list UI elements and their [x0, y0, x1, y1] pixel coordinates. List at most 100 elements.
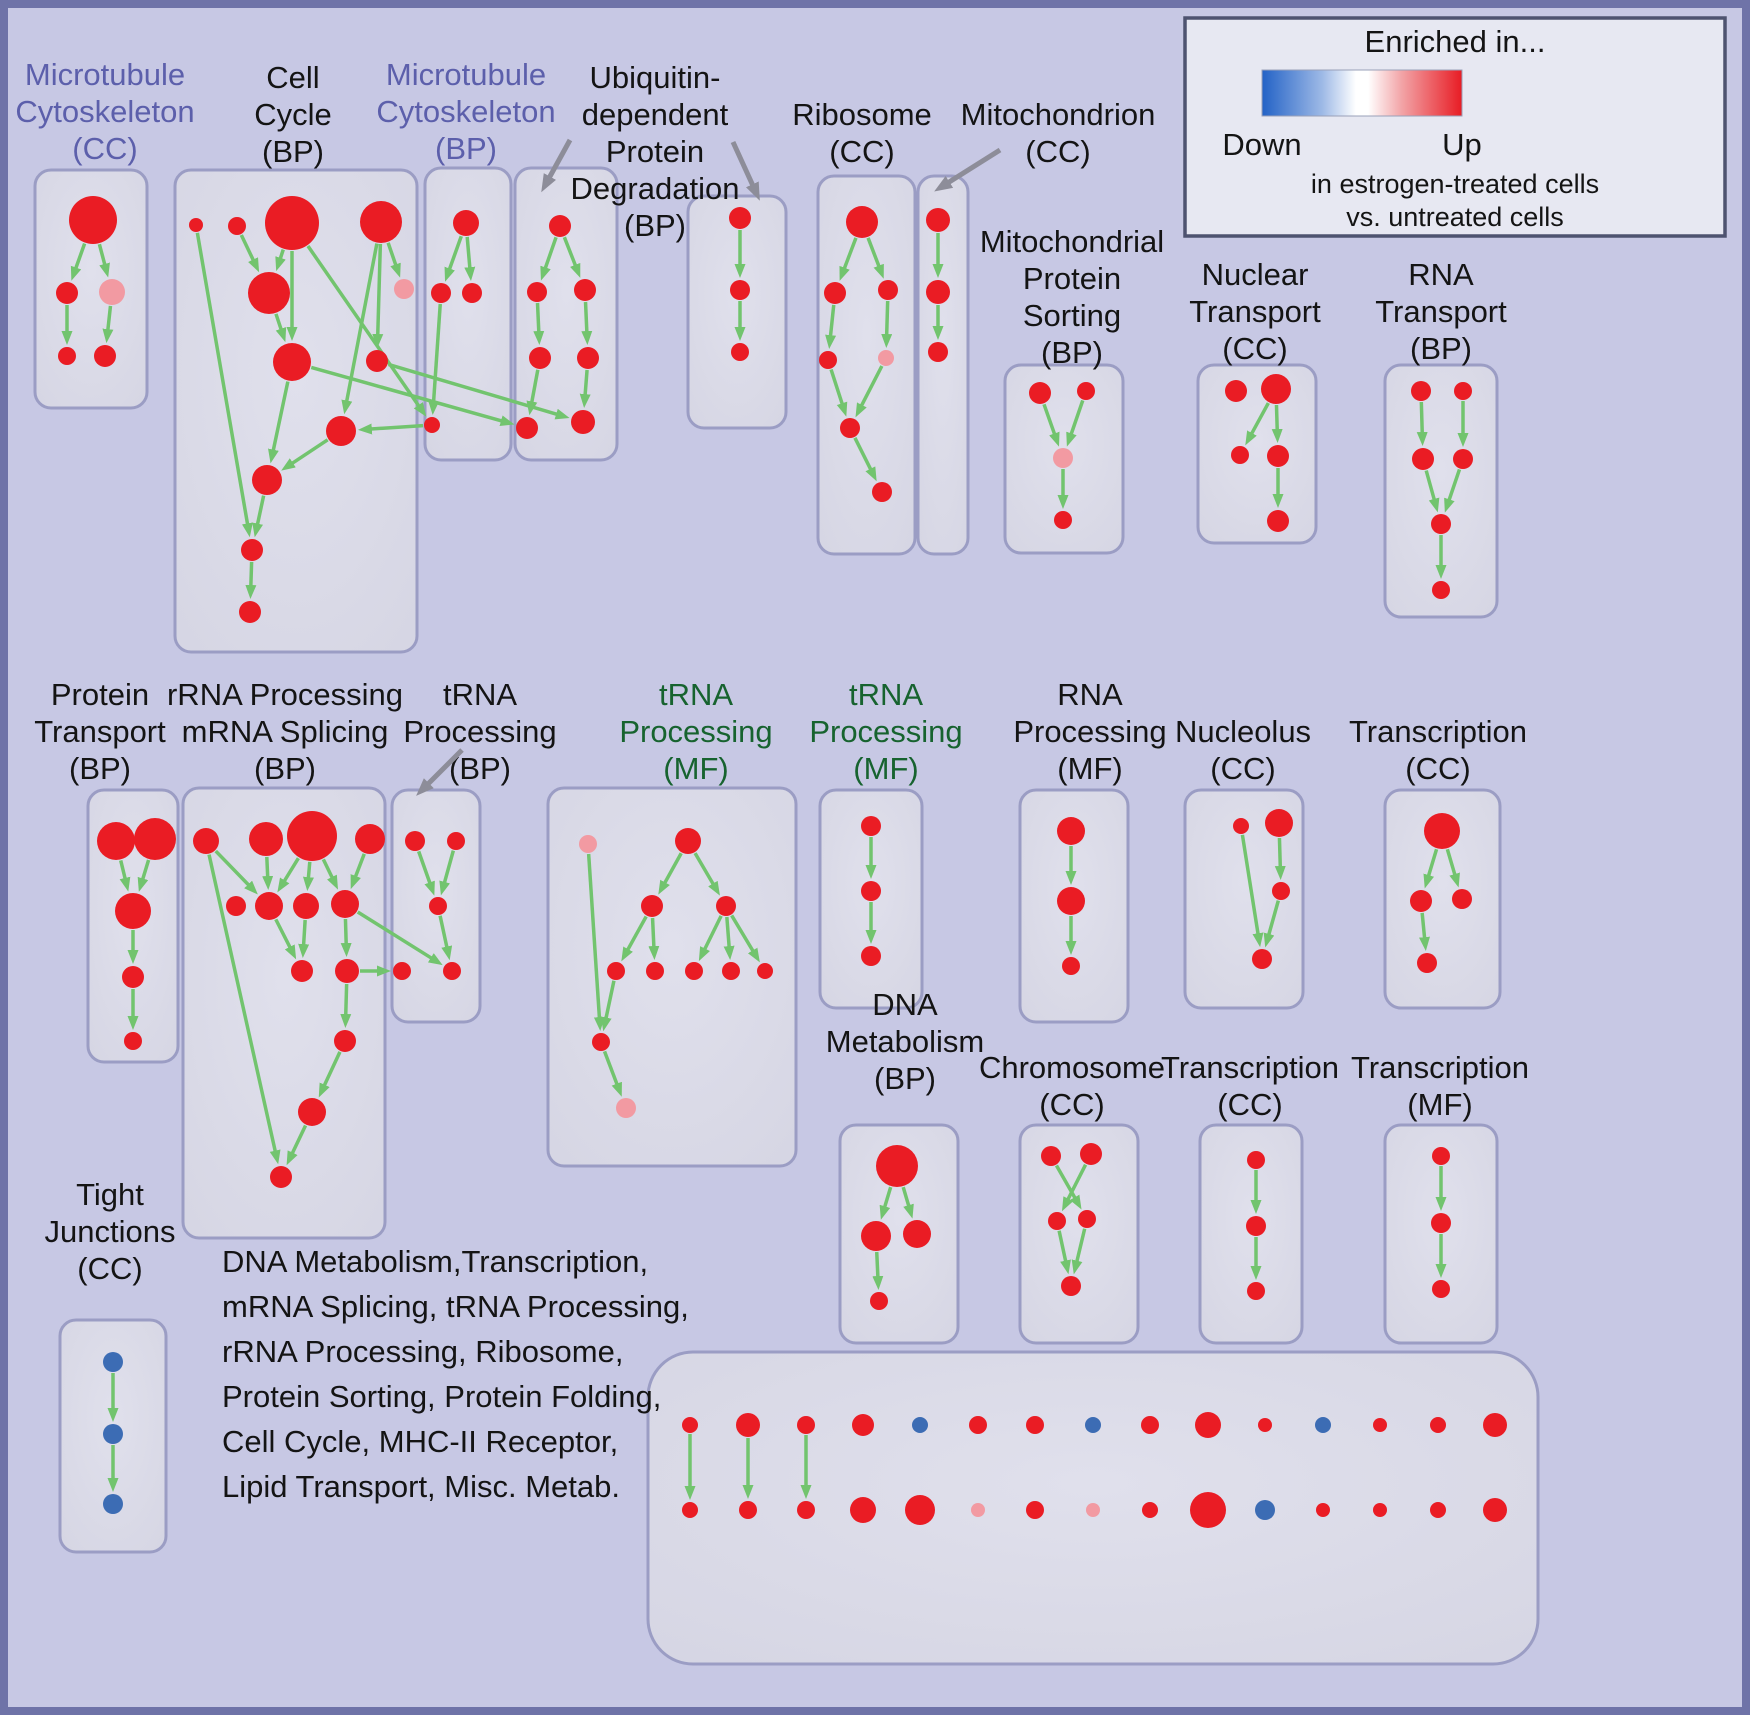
go-term-node-t3 — [928, 342, 948, 362]
go-term-node-c2 — [228, 217, 246, 235]
go-term-node-s1 — [1411, 381, 1431, 401]
edge-m11-m12 — [318, 1051, 342, 1098]
go-term-node-k1 — [1424, 813, 1460, 849]
go-term-node-z4t — [852, 1414, 874, 1436]
go-term-node-s2 — [1454, 382, 1472, 400]
go-term-node-d7 — [571, 410, 595, 434]
go-term-node-c11 — [241, 539, 263, 561]
edge-a3-a5 — [102, 305, 114, 344]
go-term-node-b4 — [424, 417, 440, 433]
edge-tb1-tb3 — [417, 850, 435, 896]
edge-a1-a2 — [70, 242, 87, 281]
go-term-node-m11 — [334, 1030, 356, 1052]
edge-m10-m11 — [340, 983, 352, 1029]
edge-d5-d7 — [579, 369, 591, 409]
edge-q2-q4 — [1271, 404, 1283, 444]
cluster-box-transcription_cc1 — [1383, 788, 1502, 1010]
edge-m2-m6 — [262, 856, 274, 891]
edge-b4-c9 — [357, 423, 424, 435]
go-term-node-o5 — [1061, 1276, 1081, 1296]
cluster-label-chromosome: Chromosome(CC) — [979, 1050, 1165, 1122]
go-term-node-e1 — [729, 207, 751, 229]
edge-s4-s5 — [1444, 468, 1462, 513]
edge-u2-u3 — [137, 859, 151, 892]
go-term-node-h2 — [861, 881, 881, 901]
edge-p1-p3 — [1042, 403, 1060, 447]
go-term-node-e3 — [731, 343, 749, 361]
go-term-node-k2 — [1410, 890, 1432, 912]
go-term-node-z5t — [912, 1417, 928, 1433]
edge-c11-c12 — [245, 561, 257, 600]
go-term-node-z4b — [850, 1497, 876, 1523]
go-term-node-z11b — [1255, 1500, 1275, 1520]
edge-d4-d6 — [526, 369, 540, 416]
go-term-node-g7 — [685, 962, 703, 980]
go-term-node-q5 — [1267, 510, 1289, 532]
go-term-node-u3 — [115, 893, 151, 929]
go-term-node-d1 — [549, 215, 571, 237]
edge-g1-g10 — [586, 853, 605, 1032]
go-term-node-s6 — [1432, 581, 1450, 599]
cluster-label-transcription_cc1: Transcription(CC) — [1349, 714, 1527, 786]
go-term-node-g11 — [616, 1098, 636, 1118]
edge-c4-c8 — [372, 243, 384, 349]
edge-r1-r2 — [839, 237, 858, 281]
go-term-node-c9 — [326, 416, 356, 446]
edge-r5-r6 — [855, 365, 884, 418]
legend-title: Enriched in... — [1365, 24, 1546, 59]
go-term-node-c3 — [265, 196, 319, 250]
go-term-node-tb5 — [443, 962, 461, 980]
go-term-node-j2 — [1265, 809, 1293, 837]
edge-r4-r6 — [829, 368, 848, 417]
go-term-node-t2 — [926, 280, 950, 304]
go-term-node-tb4 — [393, 962, 411, 980]
go-term-node-z8t — [1085, 1417, 1101, 1433]
cluster-box-mito — [916, 174, 970, 556]
go-term-node-r7 — [872, 482, 892, 502]
go-term-node-l4 — [870, 1292, 888, 1310]
go-term-node-m2 — [249, 822, 283, 856]
go-term-node-z7t — [1026, 1416, 1044, 1434]
go-term-node-m1 — [193, 828, 219, 854]
legend-subtitle-1: in estrogen-treated cells — [1311, 169, 1599, 199]
go-term-node-r4 — [819, 351, 837, 369]
go-term-node-m7 — [293, 893, 319, 919]
go-term-node-z5b — [905, 1495, 935, 1525]
go-term-node-z2t — [736, 1413, 760, 1437]
go-term-node-q4 — [1267, 445, 1289, 467]
edge-k1-k3 — [1445, 848, 1460, 888]
edge-c9-c10 — [281, 438, 329, 471]
edge-r1-r3 — [866, 237, 884, 279]
go-term-node-m6 — [255, 892, 283, 920]
go-term-node-z1b — [682, 1502, 698, 1518]
label-pointer-arrow-3 — [416, 748, 464, 796]
go-term-node-a1 — [69, 196, 117, 244]
go-term-node-m5 — [226, 896, 246, 916]
go-term-node-g2 — [675, 828, 701, 854]
go-term-node-z6t — [969, 1416, 987, 1434]
edge-s3-s5 — [1424, 470, 1440, 513]
go-term-node-v2 — [1246, 1216, 1266, 1236]
go-term-node-x3 — [103, 1494, 123, 1514]
go-term-node-m3 — [287, 811, 337, 861]
edge-d3-d5 — [581, 301, 593, 346]
go-term-node-z1t — [682, 1417, 698, 1433]
cluster-box-chromosome — [1018, 1123, 1140, 1345]
go-term-node-j4 — [1252, 949, 1272, 969]
go-term-node-w1 — [1432, 1147, 1450, 1165]
edge-m3-m7 — [302, 861, 314, 892]
go-term-node-c5 — [248, 272, 290, 314]
go-term-node-z11t — [1258, 1418, 1272, 1432]
edge-m1-m6 — [214, 849, 258, 895]
edge-o2-o3 — [1061, 1163, 1088, 1212]
go-term-node-r6 — [840, 418, 860, 438]
go-term-node-v1 — [1247, 1151, 1265, 1169]
go-term-node-tb2 — [447, 832, 465, 850]
edge-l2-l4 — [872, 1251, 884, 1291]
go-term-node-c4 — [360, 201, 402, 243]
